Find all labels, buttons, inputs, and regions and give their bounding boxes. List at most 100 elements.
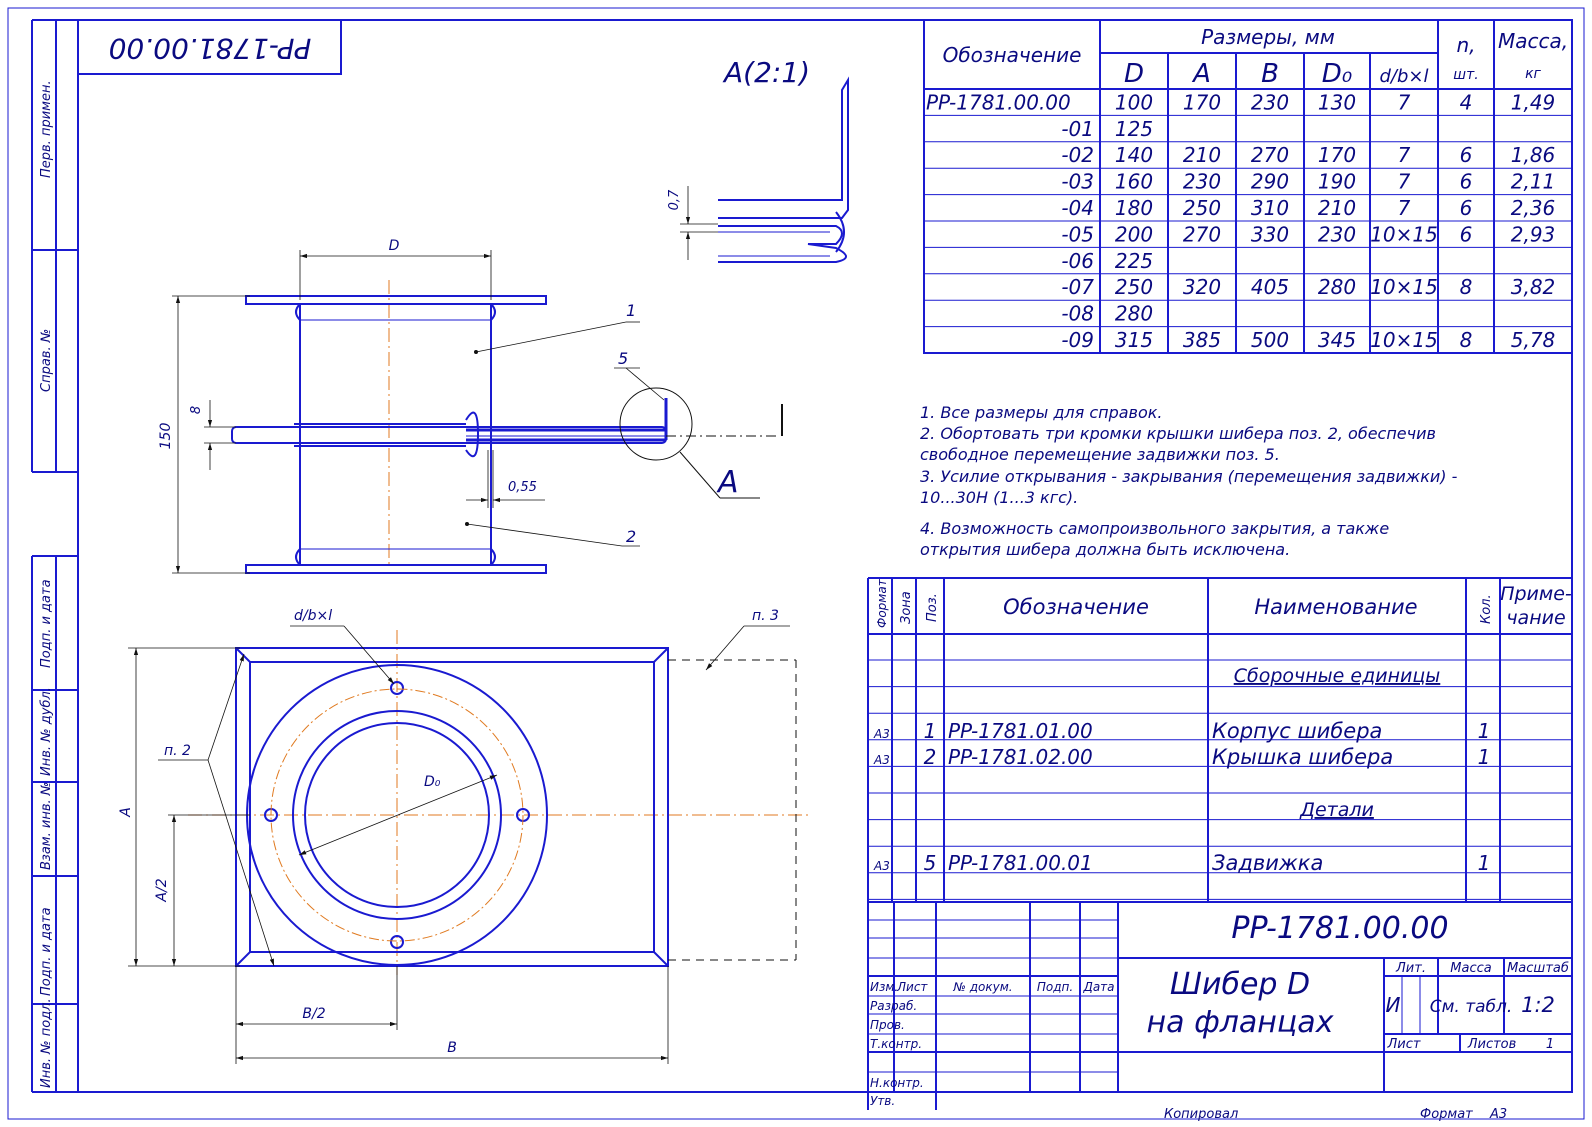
tb-role-tkontr: Т.контр. xyxy=(870,1037,922,1051)
size-cell-des: -05 xyxy=(1061,222,1094,246)
tb-lit-value: И xyxy=(1386,993,1401,1017)
size-cell-d0: 210 xyxy=(1318,196,1356,220)
size-col-head: d/b×l xyxy=(1380,66,1429,87)
size-cell-n: 6 xyxy=(1460,170,1473,194)
size-cell-a: 250 xyxy=(1183,196,1221,220)
size-cell-d: 180 xyxy=(1115,196,1153,220)
size-row: -06 225 xyxy=(1061,249,1153,273)
size-cell-d: 315 xyxy=(1115,328,1153,352)
size-cell-b: 330 xyxy=(1251,222,1289,246)
detail-a-circle xyxy=(619,387,693,461)
side-label-vzam-inv: Взам. инв. № xyxy=(39,782,54,870)
tb-sheet-label: Лист xyxy=(1387,1037,1421,1052)
size-cell-d: 225 xyxy=(1115,249,1153,273)
size-col-head: D xyxy=(1124,59,1144,89)
leader-pos-1: 1 xyxy=(626,301,636,320)
outer-frame xyxy=(7,7,1585,1120)
size-col-head: D₀ xyxy=(1322,59,1353,89)
note-line-1: 1. Все размеры для справок. xyxy=(920,403,1163,422)
size-cell-d: 140 xyxy=(1115,143,1153,167)
note-line-7: открытия шибера должна быть исключена. xyxy=(920,540,1290,559)
size-cell-d0: 170 xyxy=(1318,143,1356,167)
footer-format-label: Формат xyxy=(1420,1107,1473,1122)
tb-hdr-date: Дата xyxy=(1082,980,1114,994)
size-cell-dbl: 7 xyxy=(1398,143,1411,167)
note-line-5: 10...30Н (1...3 кгс). xyxy=(920,488,1078,507)
note-line-4: 3. Усилие открывания - закрывания (перем… xyxy=(920,467,1458,486)
size-cell-des: -03 xyxy=(1061,170,1094,194)
size-cell-b: 500 xyxy=(1251,328,1289,352)
side-label-podp-data-2: Подп. и дата xyxy=(39,907,54,996)
section-a-mark: A xyxy=(716,465,739,500)
dim-d-top: D xyxy=(389,238,400,254)
tb-role-utv: Утв. xyxy=(870,1094,895,1108)
spec-hdr-name: Наименование xyxy=(1254,595,1417,619)
size-cell-d0: 130 xyxy=(1318,90,1356,114)
size-cell-des: -09 xyxy=(1061,328,1094,352)
size-cell-m: 1,86 xyxy=(1511,143,1556,167)
spec-item-name: Корпус шибера xyxy=(1212,719,1382,743)
size-cell-a: 385 xyxy=(1183,328,1221,352)
side-label-perv-primen: Перв. примен. xyxy=(39,80,54,178)
dim-d0: D₀ xyxy=(424,774,441,790)
size-cell-m: 3,82 xyxy=(1511,275,1556,299)
size-cell-n: 8 xyxy=(1460,275,1473,299)
size-cell-d: 160 xyxy=(1115,170,1153,194)
tb-hdr-list: Лист xyxy=(896,980,928,994)
tb-role-razrab: Разраб. xyxy=(870,999,917,1013)
size-cell-b: 290 xyxy=(1251,170,1289,194)
size-cell-d: 200 xyxy=(1115,222,1153,246)
technical-notes: 1. Все размеры для справок. 2. Обортоват… xyxy=(920,403,1458,559)
spec-item-format: А3 xyxy=(873,727,890,741)
leader-n3: п. 3 xyxy=(752,608,779,624)
tb-name-line-1: Шибер D xyxy=(1170,967,1310,1002)
side-view: A D 150 8 0,55 1 2 5 xyxy=(158,238,783,574)
size-col-head: B xyxy=(1261,59,1279,89)
size-cell-b: 230 xyxy=(1251,90,1289,114)
tb-role-prov: Пров. xyxy=(870,1018,905,1032)
tb-sheets-label: Листов xyxy=(1467,1037,1517,1052)
stamp-box xyxy=(77,19,342,75)
tb-lit-label: Лит. xyxy=(1395,961,1426,976)
size-cell-m: 2,36 xyxy=(1511,196,1556,220)
spec-item-qty: 1 xyxy=(1478,745,1491,769)
dim-8: 8 xyxy=(189,406,204,414)
tb-hdr-sign: Подп. xyxy=(1037,980,1073,994)
size-cell-a: 170 xyxy=(1183,90,1221,114)
spec-hdr-note-1: Приме- xyxy=(1500,583,1572,605)
leader-pos-2: 2 xyxy=(626,527,636,546)
footer-copied: Копировал xyxy=(1164,1107,1238,1122)
size-cell-n: 6 xyxy=(1460,222,1473,246)
size-cell-m: 2,11 xyxy=(1511,170,1556,194)
detail-a-title: A(2:1) xyxy=(722,56,810,89)
size-cell-dbl: 7 xyxy=(1398,170,1411,194)
size-col-head: A xyxy=(1191,59,1211,89)
size-cell-des: -01 xyxy=(1061,117,1094,141)
tb-hdr-doc: № докум. xyxy=(952,980,1012,994)
size-table: Обозначение Размеры, мм n, шт. Масса, кг… xyxy=(923,19,1573,354)
size-cell-b: 270 xyxy=(1251,143,1289,167)
spec-hdr-qty: Кол. xyxy=(1479,594,1494,624)
size-cell-des: -02 xyxy=(1061,143,1094,167)
size-cell-des: -04 xyxy=(1061,196,1094,220)
side-label-inv-podl: Инв. № подл. xyxy=(39,998,54,1088)
spec-item-format: А3 xyxy=(873,753,890,767)
note-line-2: 2. Обортовать три кромки крышки шибера п… xyxy=(920,424,1436,443)
spec-hdr-format: Формат xyxy=(875,578,889,628)
size-cell-d0: 190 xyxy=(1318,170,1356,194)
size-cell-des: -06 xyxy=(1061,249,1094,273)
left-margin-strip xyxy=(31,19,78,1093)
spec-hdr-designation: Обозначение xyxy=(1003,595,1149,619)
note-line-3: свободное перемещение задвижки поз. 5. xyxy=(920,445,1280,464)
size-cell-des: -08 xyxy=(1061,302,1094,326)
tb-mass-value: См. табл. xyxy=(1430,997,1513,1017)
size-cell-d0: 280 xyxy=(1318,275,1356,299)
dim-055: 0,55 xyxy=(508,480,537,495)
